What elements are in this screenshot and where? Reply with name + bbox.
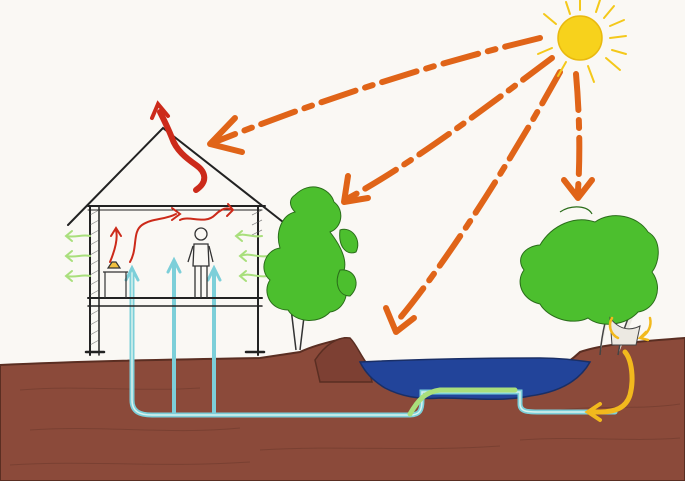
earth-tubes [129,260,618,418]
sun-icon [537,0,627,83]
person-icon [187,227,214,298]
fresh-air-arrows [64,230,269,282]
tree-icon-right [519,206,659,356]
hot-air-flow [109,100,235,263]
spring-flow-arrow [584,402,602,422]
table-lamp [103,261,128,298]
solar-arrows [212,35,583,321]
wall-hatching [89,209,263,346]
cool-air-arrows [124,256,222,282]
solar-arrowheads [207,115,595,335]
lake-icon [358,357,592,401]
spring-icon [608,316,652,342]
tree-icon [263,186,359,351]
spring-pipe [587,349,635,415]
